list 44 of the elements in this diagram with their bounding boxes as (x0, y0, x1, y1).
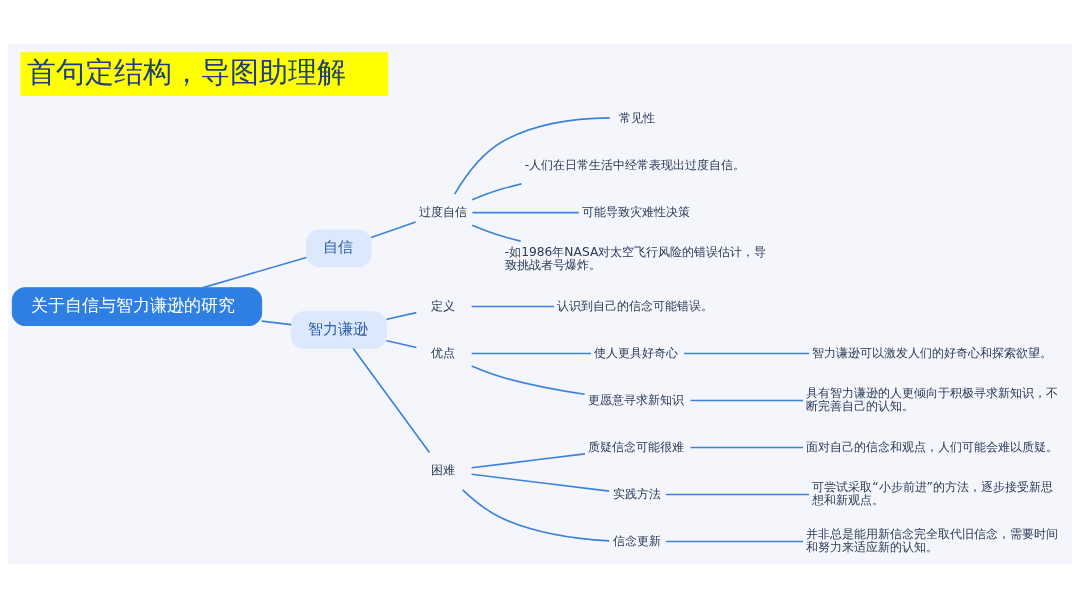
node-box: 关于自信与智力谦逊的研究 (11, 287, 263, 326)
connector (471, 211, 580, 214)
connector (689, 399, 804, 402)
connector (470, 365, 586, 396)
node-text: 使人更具好奇心 (594, 345, 679, 360)
connector (202, 256, 308, 289)
node-box: 智力谦逊 (290, 311, 387, 349)
node-text: 更愿意寻求新知识 (588, 392, 685, 407)
connector (665, 493, 810, 496)
node-text: 并非总是能用新信念完全取代旧信念，需要时间和努力来适应新的认知。 (806, 527, 1059, 555)
connector (461, 489, 611, 542)
connector (260, 320, 292, 326)
node-text: 可尝试采取“小步前进”的方法，逐步接受新思想和新观点。 (812, 480, 1053, 508)
node-text: -人们在日常生活中经常表现出过度自信。 (524, 157, 746, 172)
connector (453, 117, 611, 195)
node-box: 自信 (306, 229, 372, 268)
connector (665, 540, 804, 543)
node-text: 实践方法 (612, 486, 661, 501)
diagram-title: 首句定结构，导图助理解 (26, 54, 346, 89)
connector (683, 352, 810, 355)
node-text: 可能导致灾难性决策 (581, 204, 690, 219)
node-text: 具有智力谦逊的人更倾向于积极寻求新知识，不断完善自己的认知。 (806, 386, 1059, 414)
node-text: 智力谦逊可以激发人们的好奇心和探索欲望。 (812, 345, 1053, 360)
node-text: 常见性 (618, 110, 655, 125)
connector (385, 311, 418, 321)
node-text: 面对自己的信念和观点，人们可能会难以质疑。 (806, 439, 1059, 454)
node-text: -如1986年NASA对太空飞行风险的错误估计，导致挑战者号爆炸。 (504, 245, 767, 273)
node-text: 质疑信念可能很难 (588, 439, 685, 454)
connector (470, 453, 586, 469)
connector (689, 446, 804, 449)
connector (471, 224, 522, 242)
node-text: 信念更新 (612, 533, 661, 548)
connector (470, 473, 610, 492)
node-text: 定义 (431, 298, 456, 313)
connector (385, 339, 418, 349)
connector (470, 352, 592, 355)
connector (470, 305, 555, 308)
node-text: 认识到自己的信念可能错误。 (557, 298, 714, 313)
connector (471, 183, 523, 201)
node-text: 过度自信 (418, 204, 467, 219)
node-text: 优点 (431, 345, 456, 360)
connector (370, 221, 417, 239)
node-text: 困难 (431, 463, 456, 478)
connector (352, 347, 431, 454)
